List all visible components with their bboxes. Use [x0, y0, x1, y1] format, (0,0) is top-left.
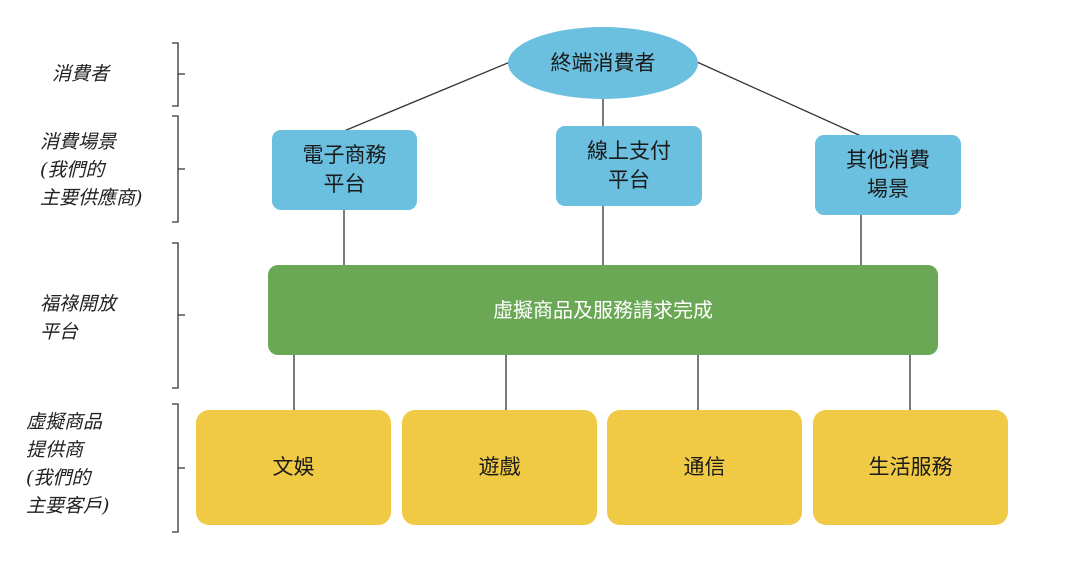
- provider-entertainment-node: 文娛: [196, 410, 391, 525]
- scenario-payment-node: 線上支付 平台: [556, 126, 702, 206]
- brace-scenario: [172, 115, 185, 223]
- link-top-ecommerce: [343, 61, 511, 132]
- brace-platform: [172, 242, 185, 389]
- provider-lifeservices-node: 生活服務: [813, 410, 1008, 525]
- scenario-ecommerce-node: 電子商務 平台: [272, 130, 417, 210]
- end-consumer-node: 終端消費者: [508, 27, 698, 99]
- level-label-consumer: 消費者: [52, 63, 110, 85]
- link-top-other: [696, 61, 862, 137]
- level-label-scenario: 消費場景 (我們的 主要供應商): [40, 131, 143, 209]
- level-label-platform: 福祿開放 平台: [40, 293, 117, 343]
- brace-providers: [172, 403, 185, 533]
- platform-node: 虛擬商品及服務請求完成: [268, 265, 938, 355]
- scenario-other-node: 其他消費 場景: [815, 135, 961, 215]
- provider-telecom-node: 通信: [607, 410, 802, 525]
- provider-games-node: 遊戲: [402, 410, 597, 525]
- brace-consumer: [172, 42, 185, 107]
- level-label-providers: 虛擬商品 提供商 (我們的 主要客戶): [26, 411, 110, 517]
